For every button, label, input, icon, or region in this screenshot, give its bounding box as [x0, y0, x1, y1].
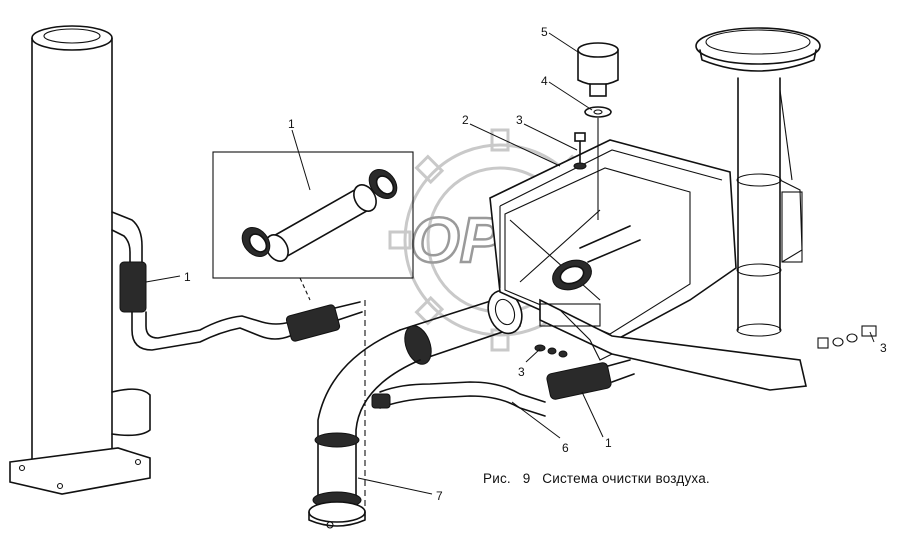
callout-7-elbow: 7	[436, 489, 443, 503]
bolt-3-top	[573, 132, 587, 170]
callout-1-left-hose: 1	[184, 270, 191, 284]
hose-1-left	[119, 261, 363, 351]
inset-hose-detail	[212, 151, 414, 520]
bolt-set-3-right	[817, 325, 877, 349]
filter-cap-5	[577, 42, 619, 97]
callout-1-right-hose: 1	[605, 436, 612, 450]
intake-pipe-left	[9, 25, 151, 495]
figure-caption: Рис. 9 Система очистки воздуха.	[483, 471, 710, 486]
air-cleaner-housing	[489, 139, 807, 391]
callout-4-washer: 4	[541, 74, 548, 88]
callout-3-left-bolts: 3	[518, 365, 525, 379]
callout-5-cap: 5	[541, 25, 548, 39]
callout-2-housing: 2	[462, 113, 469, 127]
bolt-set-3-left	[534, 344, 568, 358]
leader-lines	[145, 32, 875, 495]
callout-3-top-bolt: 3	[516, 113, 523, 127]
hose-1-right	[546, 359, 635, 400]
callouts: 1 1 1 2 3 3 3 4 5 6 7	[184, 25, 887, 503]
callout-6-hose: 6	[562, 441, 569, 455]
callout-3-right-bolts: 3	[880, 341, 887, 355]
hose-6	[371, 381, 546, 417]
precleaner-tower	[695, 27, 821, 337]
callout-1-inset: 1	[288, 117, 295, 131]
elbow-pipe-7	[308, 289, 523, 529]
